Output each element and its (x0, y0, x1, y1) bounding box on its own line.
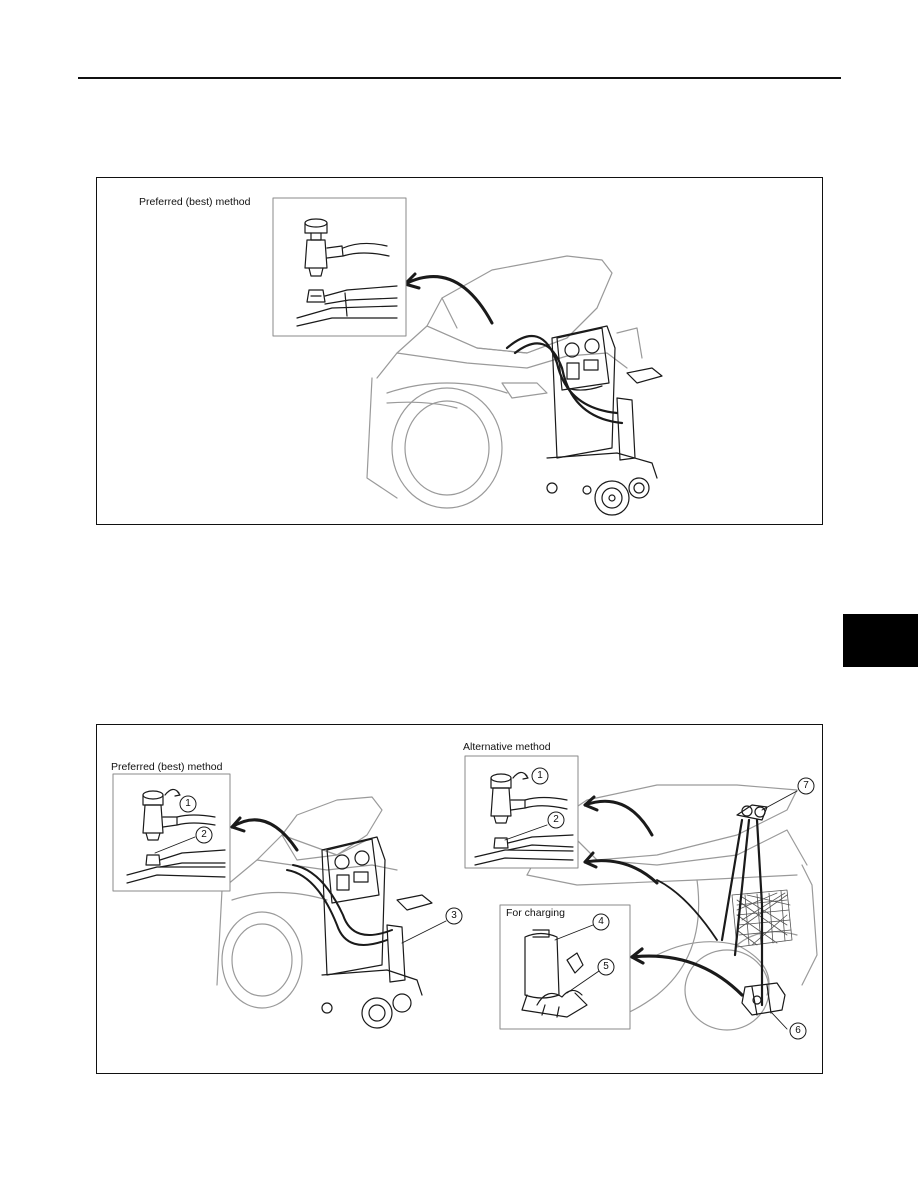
callout-7-circle (797, 777, 815, 795)
callout-1-right: 1 (537, 770, 543, 781)
left-vehicle-illustration (216, 796, 398, 1009)
callout-1-left: 1 (185, 798, 191, 809)
vacuum-pump-illustration (741, 982, 786, 1016)
alternative-method-label: Alternative method (463, 741, 551, 753)
preferred-method-label: Preferred (best) method (111, 761, 223, 773)
callout-1-circle-right (531, 767, 549, 785)
coupler-inset-box (272, 197, 407, 337)
figure-recovery-preferred: Preferred (best) method (96, 177, 823, 525)
figure-evacuation-charging: Preferred (best) method Alternative meth… (96, 724, 823, 1074)
illustration-preferred-and-alternative (112, 755, 818, 1040)
vehicle-illustration (366, 255, 643, 509)
header-rule (78, 77, 841, 79)
callout-4: 4 (598, 916, 604, 927)
section-tab (843, 614, 918, 667)
callout-3-circle (445, 907, 463, 925)
callout-2-left: 2 (201, 829, 207, 840)
callout-7: 7 (803, 780, 809, 791)
callout-6: 6 (795, 1025, 801, 1036)
callout-3: 3 (451, 910, 457, 921)
callout-4-circle (592, 913, 610, 931)
callout-6-circle (789, 1022, 807, 1040)
right-coupler-inset-box (464, 755, 579, 869)
callout-leaders (154, 790, 798, 1030)
callout-2-circle-left (195, 826, 213, 844)
coupler-detail-illustration (296, 218, 398, 327)
manifold-gauge-illustration (656, 804, 768, 1007)
callout-2-right: 2 (553, 814, 559, 825)
recovery-machine-illustration (546, 325, 663, 516)
left-recovery-machine-illustration (321, 836, 433, 1029)
preferred-method-label: Preferred (best) method (139, 196, 251, 208)
right-coupler-detail-illustration (474, 771, 574, 866)
callout-5: 5 (603, 961, 609, 972)
callout-1-circle-left (179, 795, 197, 813)
callout-5-circle (597, 958, 615, 976)
for-charging-label: For charging (506, 907, 565, 919)
oil-charging-illustration (521, 929, 588, 1018)
left-coupler-detail-illustration (126, 788, 226, 884)
callout-2-circle-right (547, 811, 565, 829)
illustration-preferred-connection (272, 197, 663, 516)
